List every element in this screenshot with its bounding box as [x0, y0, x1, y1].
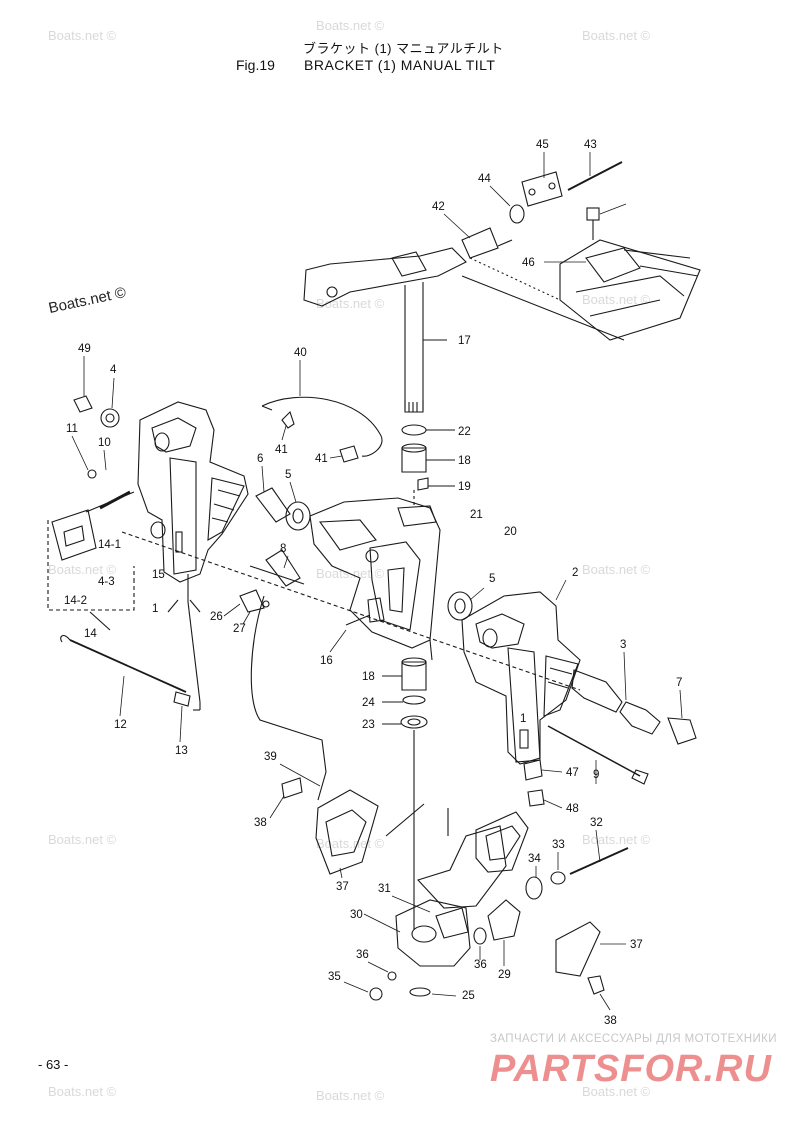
callout-38: 38 — [254, 817, 267, 829]
callout-36: 36 — [356, 949, 369, 961]
callout-4-3: 4-3 — [98, 576, 115, 588]
callout-37: 37 — [336, 881, 349, 893]
callout-11: 11 — [66, 423, 78, 435]
callout-49: 48 — [566, 803, 579, 815]
callout-1b: 1 — [520, 713, 526, 725]
callout-14-1: 14-1 — [98, 539, 121, 551]
callout-25: 25 — [462, 990, 475, 1002]
clamp-bracket-1 — [137, 401, 249, 711]
callout-48: 47 — [566, 767, 579, 779]
callout-30: 30 — [350, 909, 363, 921]
callout-labels: 49 4 11 10 40 41 41 6 5 14-1 4-3 14-2 15… — [64, 139, 682, 1027]
callout-12: 12 — [114, 719, 127, 731]
callout-14: 14 — [84, 628, 97, 640]
callout-5b: 5 — [489, 573, 495, 585]
figure-title: BRACKET (1) MANUAL TILT — [304, 57, 496, 73]
callout-13: 13 — [175, 745, 188, 757]
callout-6: 6 — [257, 453, 263, 465]
callout-31: 31 — [378, 883, 391, 895]
callout-19: 19 — [458, 481, 471, 493]
brand-logo: PARTSFOR.RU — [490, 1048, 772, 1090]
callout-22: 22 — [458, 426, 471, 438]
watermark: Boats.net © — [582, 28, 651, 43]
callout-16: 16 — [320, 655, 333, 667]
callout-3: 3 — [620, 639, 626, 651]
callout-41b: 41 — [315, 453, 328, 465]
tilt-tube-and-bolts — [73, 395, 697, 785]
callout-7: 49 — [78, 343, 91, 355]
callout-46: 46 — [522, 257, 535, 269]
watermark: Boats.net © — [582, 832, 651, 847]
callout-40: 40 — [294, 347, 307, 359]
callout-1: 1 — [152, 603, 158, 615]
callout-41: 41 — [275, 444, 288, 456]
callout-33: 33 — [552, 839, 565, 851]
callout-26: 26 — [210, 611, 223, 623]
watermark: Boats.net © — [48, 562, 117, 577]
page-number: - 63 - — [38, 1057, 69, 1072]
watermark: Boats.net © — [48, 1084, 117, 1099]
watermark: Boats.net © — [316, 18, 385, 33]
callout-35: 35 — [328, 971, 341, 983]
watermark: Boats.net © — [48, 28, 117, 43]
callout-21: 21 — [470, 509, 483, 521]
callout-37b: 37 — [630, 939, 643, 951]
watermark: Boats.net © — [316, 296, 385, 311]
figure-title-japanese: ブラケット (1) マニュアルチルト — [303, 41, 504, 56]
callout-14-2: 14-2 — [64, 595, 87, 607]
upper-mount-assembly — [461, 161, 701, 341]
callout-44: 44 — [478, 173, 491, 185]
callout-32: 32 — [590, 817, 603, 829]
callout-42: 42 — [432, 201, 445, 213]
leader-lines — [71, 152, 683, 1011]
callout-29: 29 — [498, 969, 511, 981]
steering-shaft-17 — [303, 247, 467, 413]
callout-8: 8 — [280, 543, 286, 555]
shaft-bushings — [382, 424, 455, 930]
callout-38b: 38 — [604, 1015, 617, 1027]
callout-2: 2 — [572, 567, 578, 579]
callout-43: 43 — [584, 139, 597, 151]
callout-18: 18 — [458, 455, 471, 467]
callout-17: 17 — [458, 335, 471, 347]
grease-hose — [239, 396, 383, 801]
callout-20: 20 — [504, 526, 517, 538]
watermark: Boats.net © — [316, 1088, 385, 1103]
callout-39: 39 — [264, 751, 277, 763]
callout-23: 23 — [362, 719, 375, 731]
callout-5: 5 — [285, 469, 291, 481]
thrust-rod-12 — [47, 509, 191, 707]
callout-4: 4 — [110, 364, 117, 376]
watermark: Boats.net © — [582, 292, 651, 307]
brand-tagline: ЗАПЧАСТИ И АКСЕССУАРЫ ДЛЯ МОТОТЕХНИКИ — [490, 1033, 777, 1045]
callout-15: 15 — [152, 569, 165, 581]
lower-mount-assembly — [315, 759, 629, 1001]
callout-10: 10 — [98, 437, 111, 449]
watermark: Boats.net © — [48, 832, 117, 847]
callout-18b: 18 — [362, 671, 375, 683]
callout-7b: 7 — [676, 677, 682, 689]
swivel-bracket-16 — [309, 497, 441, 661]
watermark: Boats.net © — [582, 1084, 651, 1099]
watermark: Boats.net © — [316, 836, 385, 851]
callout-24: 24 — [362, 697, 375, 709]
figure-number: Fig.19 — [236, 57, 275, 73]
callout-27: 27 — [233, 623, 246, 635]
callout-45: 45 — [536, 139, 549, 151]
callout-34: 34 — [528, 853, 541, 865]
clamp-bracket-2 — [461, 591, 581, 765]
callout-36b: 36 — [474, 959, 487, 971]
watermark: Boats.net © — [582, 562, 651, 577]
